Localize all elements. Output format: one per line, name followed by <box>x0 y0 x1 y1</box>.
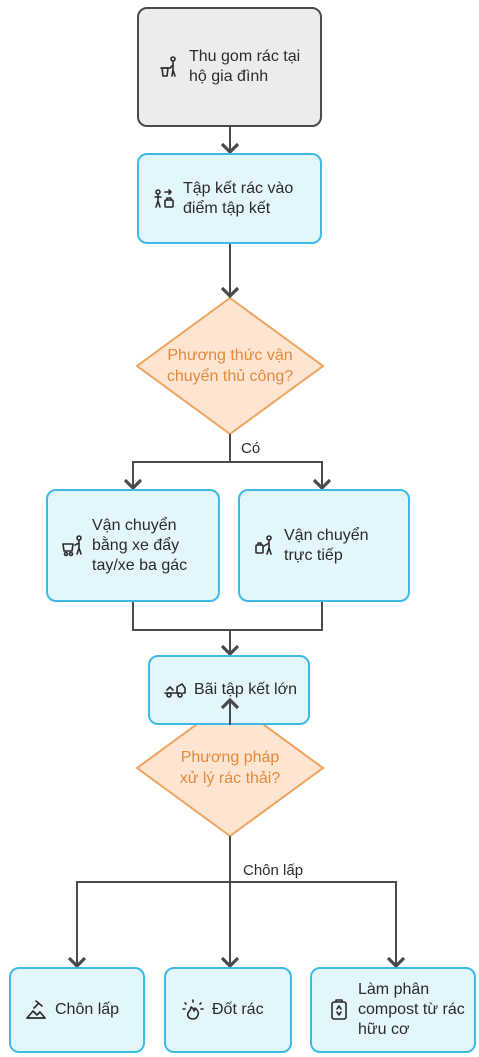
person-cart-icon <box>60 533 86 559</box>
landfill-icon <box>23 997 49 1023</box>
recycle-bin-icon <box>326 997 352 1023</box>
compost-node: Làm phân compost từ rác hữu cơ <box>310 967 476 1053</box>
fire-icon <box>180 997 206 1023</box>
decision-1-label: Phương thức vận chuyển thủ công? <box>166 347 294 385</box>
edge-split-compost <box>230 881 406 969</box>
burn-label: Đốt rác <box>212 1001 264 1018</box>
person-trash-icon <box>157 54 183 80</box>
start-label: Thu gom rác tại hộ gia đình <box>189 48 301 85</box>
start-node: Thu gom rác tại hộ gia đình <box>137 7 322 127</box>
person-luggage-icon <box>151 186 177 212</box>
landfill-label: Chôn lấp <box>55 1001 120 1018</box>
decision-2-label: Phương pháp xử lý rác thải? <box>179 749 281 787</box>
edge-label-landfill: Chôn lấp <box>241 862 306 880</box>
landfill-node: Chôn lấp <box>9 967 145 1053</box>
compost-label: Làm phân compost từ rác hữu cơ <box>358 981 465 1038</box>
site-node: Bãi tập kết lớn <box>148 655 310 725</box>
gather-node: Tập kết rác vào điểm tập kết <box>137 153 322 244</box>
direct-label: Vận chuyển trực tiếp <box>284 526 369 564</box>
cart-label: Vận chuyển bằng xe đẩy tay/xe ba gác <box>92 516 188 574</box>
edge-split-cart <box>123 461 230 491</box>
gather-label: Tập kết rác vào điểm tập kết <box>183 179 294 217</box>
edge-split-direct <box>230 461 332 491</box>
direct-node: Vận chuyển trực tiếp <box>238 489 410 602</box>
edge-cart-merge <box>132 602 323 631</box>
burn-node: Đốt rác <box>164 967 292 1053</box>
edge-label-yes: Có <box>239 440 263 458</box>
site-label: Bãi tập kết lớn <box>194 681 297 698</box>
cart-node: Vận chuyển bằng xe đẩy tay/xe ba gác <box>46 489 220 602</box>
dump-truck-icon <box>162 677 188 703</box>
edge-split-landfill <box>67 881 230 969</box>
person-carry-icon <box>252 533 278 559</box>
